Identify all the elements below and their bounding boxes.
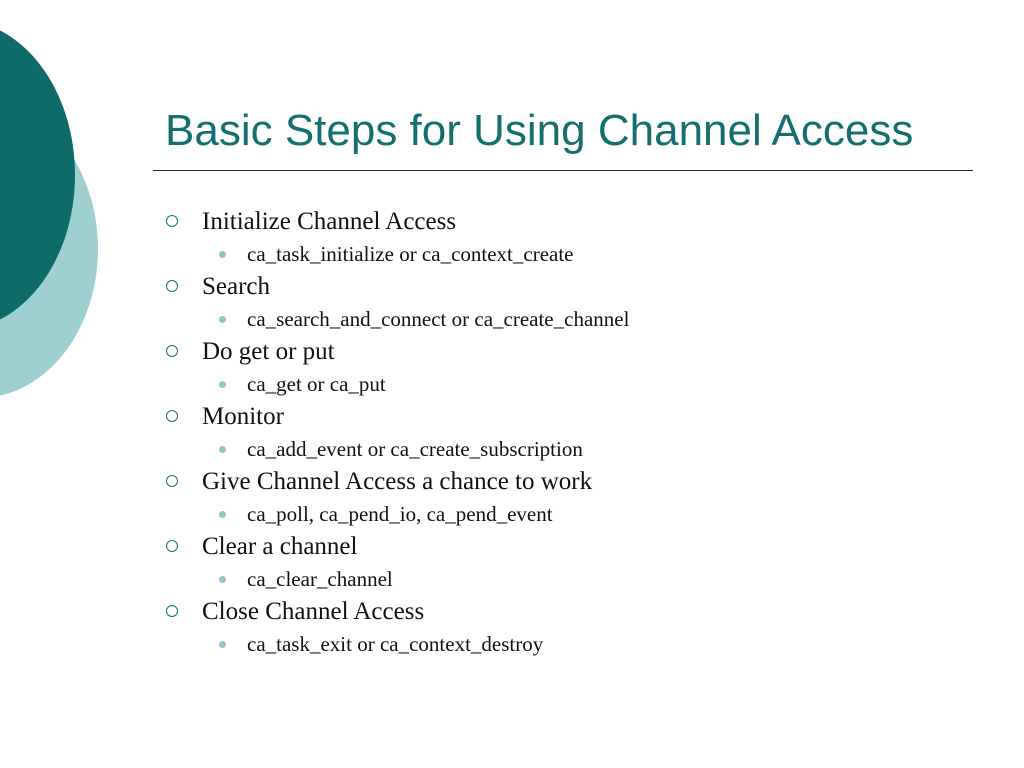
hollow-circle-bullet-icon <box>166 540 178 552</box>
list-item: Do get or put ca_get or ca_put <box>160 334 980 399</box>
step-detail: ca_get or ca_put <box>247 372 386 396</box>
step-label: Do get or put <box>202 338 335 365</box>
filled-dot-bullet-icon <box>219 251 226 258</box>
list-item: Give Channel Access a chance to work ca_… <box>160 464 980 529</box>
title-divider <box>153 170 973 171</box>
hollow-circle-bullet-icon <box>166 475 178 487</box>
hollow-circle-bullet-icon <box>166 605 178 617</box>
list-item: Close Channel Access ca_task_exit or ca_… <box>160 594 980 659</box>
step-label: Initialize Channel Access <box>202 208 457 235</box>
step-detail: ca_task_initialize or ca_context_create <box>247 242 574 266</box>
list-item: Monitor ca_add_event or ca_create_subscr… <box>160 399 980 464</box>
step-detail: ca_search_and_connect or ca_create_chann… <box>247 307 630 331</box>
filled-dot-bullet-icon <box>219 381 226 388</box>
step-label: Give Channel Access a chance to work <box>202 468 593 495</box>
filled-dot-bullet-icon <box>219 446 226 453</box>
filled-dot-bullet-icon <box>219 641 226 648</box>
hollow-circle-bullet-icon <box>166 345 178 357</box>
step-label: Close Channel Access <box>202 598 425 625</box>
filled-dot-bullet-icon <box>219 316 226 323</box>
list-item: Clear a channel ca_clear_channel <box>160 529 980 594</box>
step-detail: ca_poll, ca_pend_io, ca_pend_event <box>247 502 553 526</box>
list-item: Search ca_search_and_connect or ca_creat… <box>160 269 980 334</box>
list-item: Initialize Channel Access ca_task_initia… <box>160 204 980 269</box>
step-label: Search <box>202 273 271 300</box>
hollow-circle-bullet-icon <box>166 280 178 292</box>
step-detail: ca_task_exit or ca_context_destroy <box>247 632 544 656</box>
step-label: Monitor <box>202 403 284 430</box>
hollow-circle-bullet-icon <box>166 410 178 422</box>
step-detail: ca_add_event or ca_create_subscription <box>247 437 583 461</box>
bullet-list: Initialize Channel Access ca_task_initia… <box>160 204 980 659</box>
filled-dot-bullet-icon <box>219 576 226 583</box>
step-label: Clear a channel <box>202 533 358 560</box>
hollow-circle-bullet-icon <box>166 215 178 227</box>
slide-title: Basic Steps for Using Channel Access <box>165 106 914 155</box>
step-detail: ca_clear_channel <box>247 567 393 591</box>
filled-dot-bullet-icon <box>219 511 226 518</box>
